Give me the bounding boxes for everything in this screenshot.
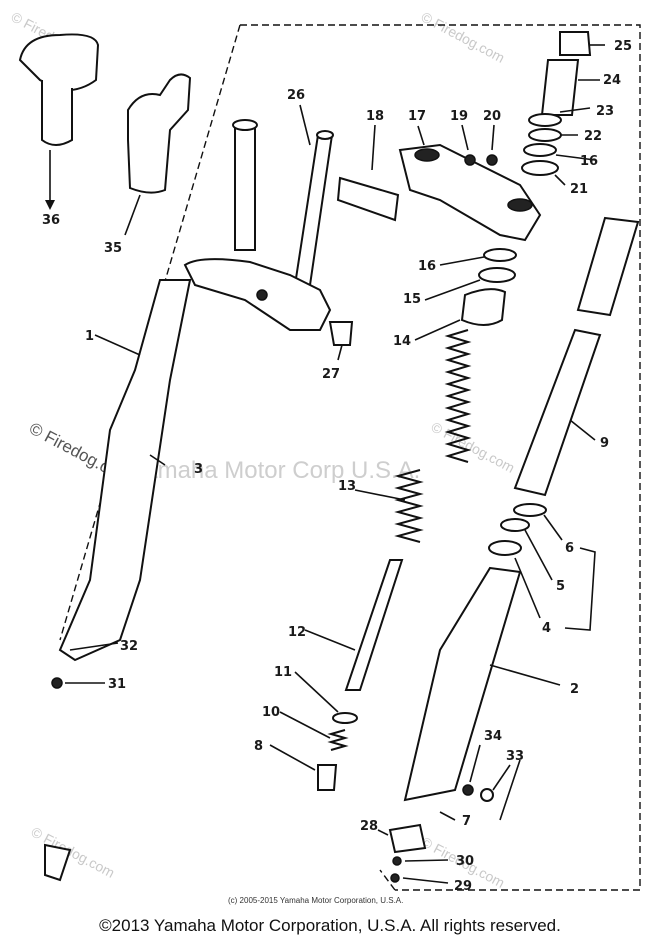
watermark-corner: © Firedog.com [29,824,118,881]
callout-27: 27 [322,367,340,382]
part-36-handle-cover [18,33,100,210]
callout-20: 20 [483,109,501,124]
callout-15: 15 [403,292,421,307]
callout-11: 11 [274,665,292,680]
callout-25: 25 [614,39,632,54]
part-18-emblem-plate [336,124,400,222]
callout-29: 29 [454,879,472,894]
callout-16-lower: 16 [418,259,436,274]
callout-24: 24 [603,73,621,88]
callout-2: 2 [570,682,579,697]
callout-21: 21 [570,182,588,197]
callout-22: 22 [584,129,602,144]
bracket-7-33 [499,759,521,821]
front-direction-mark [44,843,72,882]
watermark-corner: © Firedog.com [429,419,518,476]
callout-30: 30 [456,854,474,869]
callout-3: 3 [194,462,203,477]
part-1-left-fork [58,119,258,662]
callout-4: 4 [542,621,551,636]
callout-34: 34 [484,729,502,744]
callout-32: 32 [120,639,138,654]
part-17-upper-bracket [398,124,542,242]
callout-1: 1 [85,329,94,344]
callout-33: 33 [506,749,524,764]
callout-labels: 25 24 23 22 16 21 17 19 20 18 26 16 15 1… [42,39,632,894]
callout-23: 23 [596,104,614,119]
callout-19: 19 [450,109,468,124]
part-26-steering-stem [183,104,354,361]
part-34-bolt [462,744,481,796]
part-4-oil-seal [488,540,541,619]
callout-7: 7 [462,814,471,829]
callout-10: 10 [262,705,280,720]
part-10-rebound-spring [279,711,349,751]
watermark-center: Yamaha Motor Corp U.S.A. [130,457,420,484]
callout-12: 12 [288,625,306,640]
callout-5: 5 [556,579,565,594]
footer-copyright: ©2013 Yamaha Motor Corporation, U.S.A. A… [99,916,561,935]
part-31-nut [51,677,105,689]
callout-8: 8 [254,739,263,754]
inner-copyright: (c) 2005-2015 Yamaha Motor Corporation, … [228,896,403,905]
part-7-bolt [439,811,456,821]
part-11-ring [294,671,358,724]
part-33-drain-screw [480,764,511,802]
part-13-fork-spring [354,329,472,543]
part-14-seal [414,288,507,341]
callout-9: 9 [600,436,609,451]
part-29-nut [390,873,449,884]
callout-31: 31 [108,677,126,692]
callout-17: 17 [408,109,426,124]
callout-13: 13 [338,479,356,494]
part-21-bearing [521,160,566,186]
part-32-washer [69,642,119,651]
part-16-washer-lower [439,248,517,266]
part-24-adjuster [540,59,600,116]
part-6-seal [513,503,563,541]
part-16-washer-upper [523,143,596,161]
part-12-damper-rod [304,559,404,691]
part-23-22-washers [528,107,591,142]
part-35-cover [124,73,192,236]
callout-28: 28 [360,819,378,834]
bracket-4-6 [564,547,596,631]
callout-6: 6 [565,541,574,556]
callout-16-upper: 16 [580,154,598,169]
part-2-lower-slider [403,566,561,802]
part-28-axle-holder [377,823,427,854]
callout-36: 36 [42,213,60,228]
part-5-washer [500,518,553,581]
callout-18: 18 [366,109,384,124]
part-25-cap [559,31,605,56]
callout-14: 14 [393,334,411,349]
callout-26: 26 [287,88,305,103]
part-15-washer [424,267,516,301]
part-9-outer-tube [513,216,640,497]
part-8-piece [269,744,338,791]
part-30-washer [392,856,449,866]
callout-35: 35 [104,241,122,256]
watermark-corner: © Firedog.com [419,9,508,66]
